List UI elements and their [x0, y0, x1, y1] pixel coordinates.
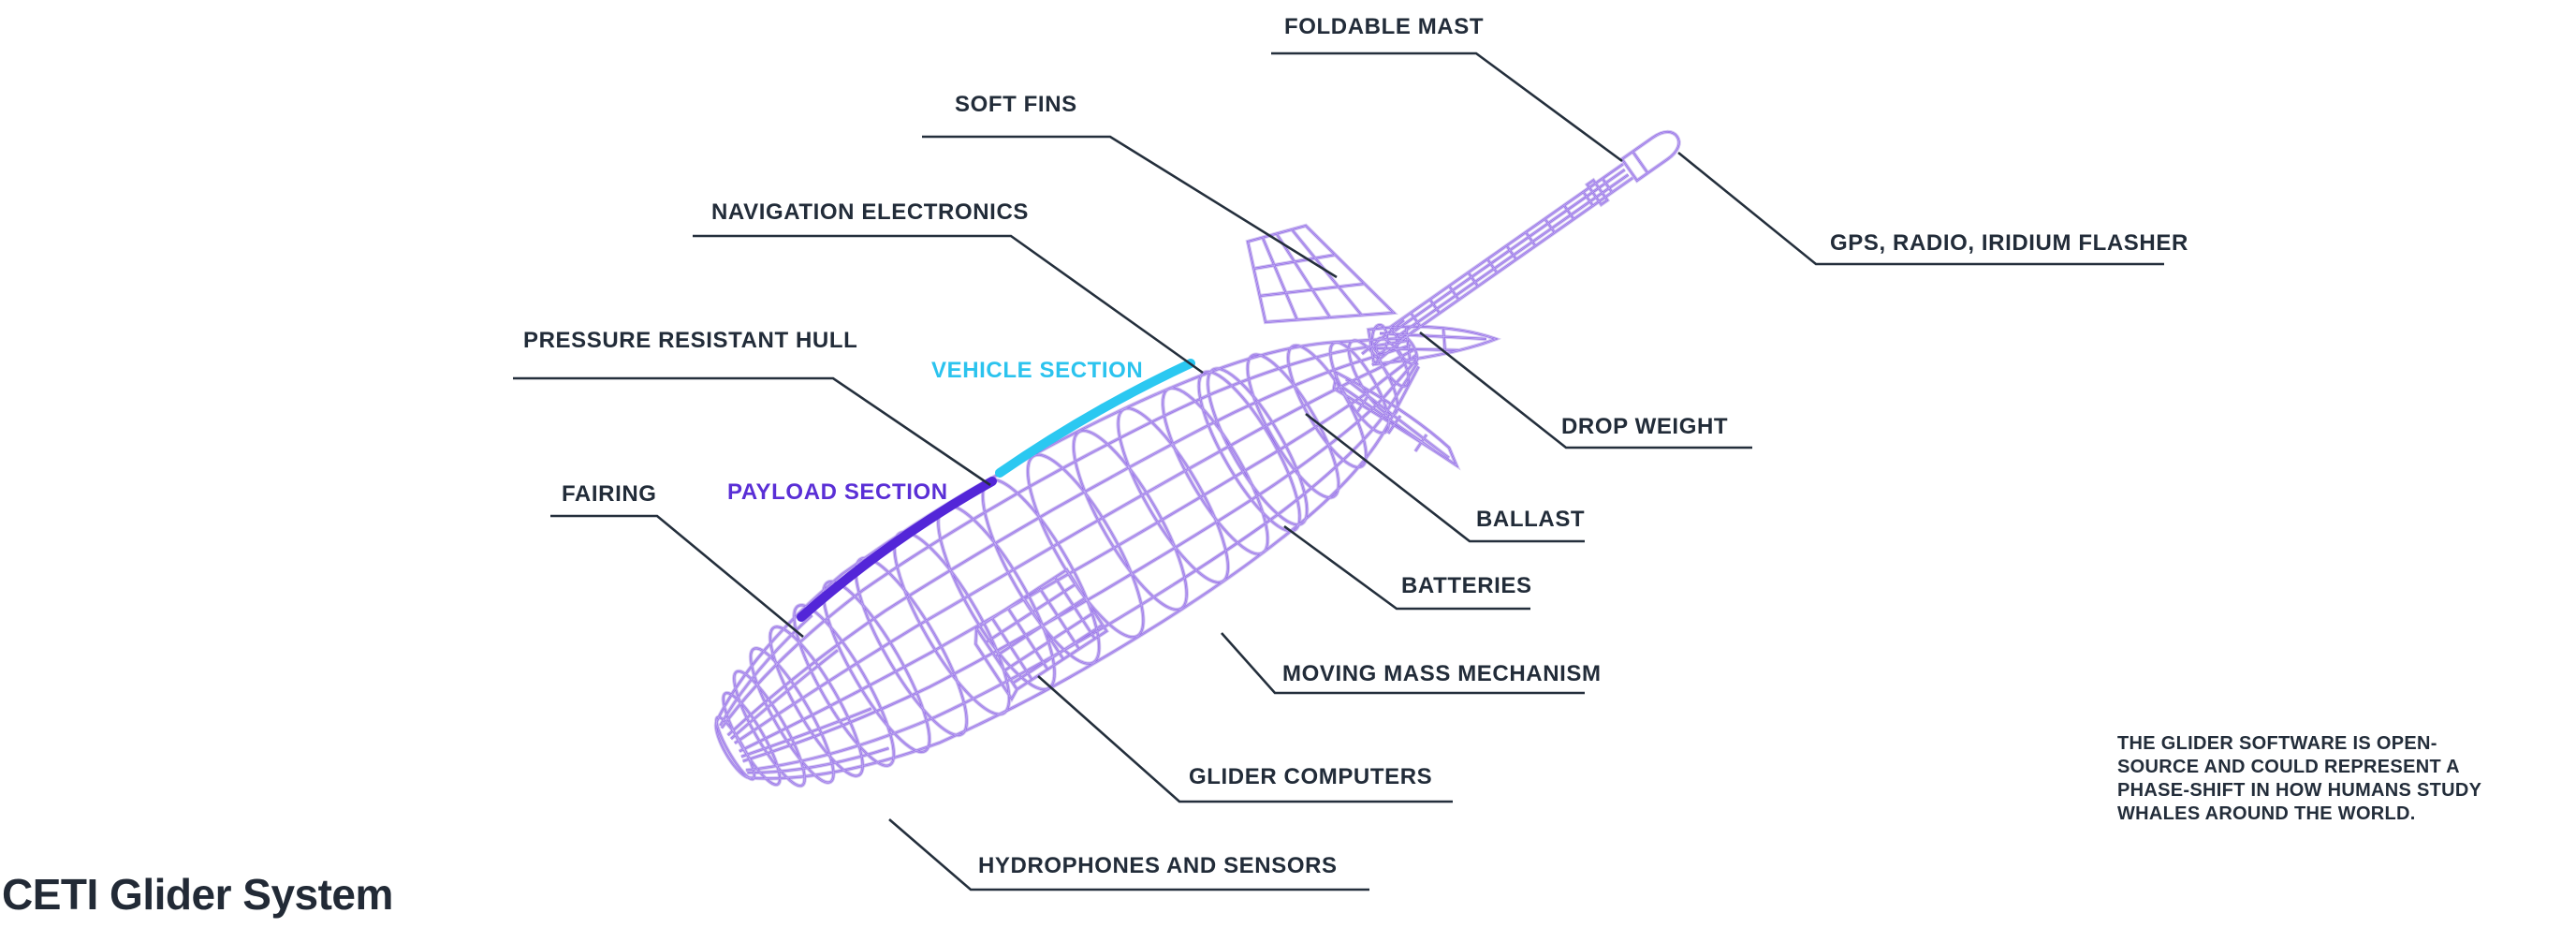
leader-ballast — [1305, 412, 1585, 543]
label-pressure-resistant-hull: PRESSURE RESISTANT HULL — [523, 328, 858, 353]
label-moving-mass-mechanism: MOVING MASS MECHANISM — [1282, 661, 1602, 686]
page-title: CETI Glider System — [2, 870, 393, 919]
leader-glider-computers — [1037, 675, 1453, 803]
leader-batteries — [1283, 524, 1530, 611]
leader-fairing — [550, 514, 804, 639]
label-batteries: BATTERIES — [1401, 573, 1532, 598]
label-hydrophones-and-sensors: HYDROPHONES AND SENSORS — [978, 853, 1338, 878]
label-ballast: BALLAST — [1476, 507, 1586, 532]
leader-gps-radio-iridium-flasher — [1677, 151, 2164, 266]
open-source-annotation: THE GLIDER SOFTWARE IS OPEN- SOURCE AND … — [2117, 733, 2482, 824]
leader-navigation-electronics — [693, 234, 1204, 375]
label-vehicle-section: VEHICLE SECTION — [931, 358, 1144, 383]
payload-section-highlight — [797, 477, 997, 622]
leader-lines — [513, 52, 2164, 891]
leader-soft-fins — [922, 135, 1338, 279]
leader-drop-weight — [1419, 331, 1752, 449]
label-payload-section: PAYLOAD SECTION — [727, 479, 948, 505]
label-drop-weight: DROP WEIGHT — [1561, 414, 1729, 439]
label-gps-radio-iridium-flasher: GPS, RADIO, IRIDIUM FLASHER — [1830, 230, 2188, 256]
leader-hydrophones-and-sensors — [888, 818, 1369, 891]
label-glider-computers: GLIDER COMPUTERS — [1189, 764, 1433, 789]
label-foldable-mast: FOLDABLE MAST — [1284, 14, 1485, 39]
label-soft-fins: SOFT FINS — [955, 92, 1077, 117]
leader-pressure-resistant-hull — [513, 376, 991, 487]
leader-moving-mass-mechanism — [1221, 632, 1585, 695]
vehicle-section-highlight — [995, 359, 1195, 478]
label-navigation-electronics: NAVIGATION ELECTRONICS — [711, 199, 1029, 225]
label-fairing: FAIRING — [562, 481, 657, 507]
leader-foldable-mast — [1271, 52, 1623, 163]
